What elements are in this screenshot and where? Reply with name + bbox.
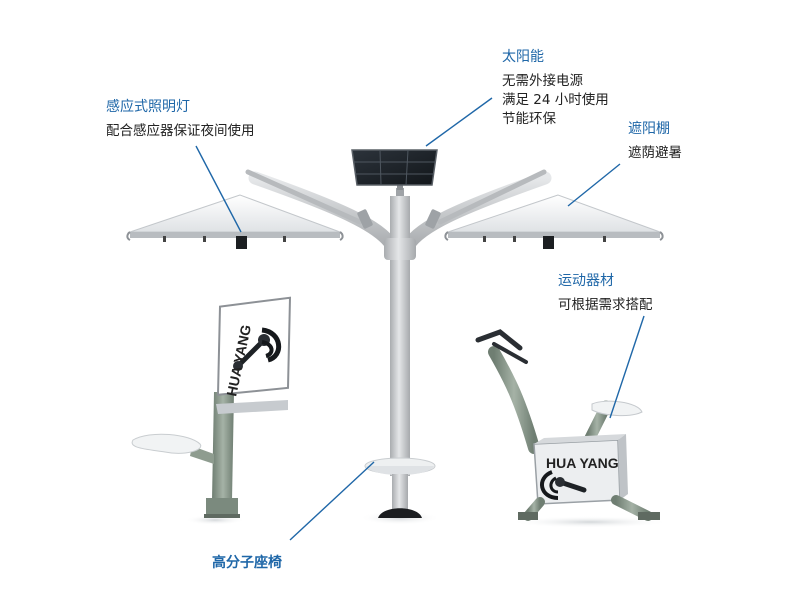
canopy-left bbox=[126, 194, 344, 249]
leader-lines bbox=[195, 97, 645, 541]
pole-junction bbox=[384, 238, 416, 260]
callout-solar-title: 太阳能 bbox=[502, 49, 544, 65]
callout-equipment-desc: 可根据需求搭配 bbox=[558, 296, 653, 315]
callout-canopy-line-1: 遮荫避暑 bbox=[628, 145, 682, 161]
callout-canopy-title: 遮阳棚 bbox=[628, 121, 670, 137]
callout-solar-line-3: 节能环保 bbox=[502, 111, 556, 127]
pole-seat bbox=[364, 457, 436, 518]
callout-canopy-desc: 遮荫避暑 bbox=[628, 144, 682, 163]
callout-solar-line-1: 无需外接电源 bbox=[502, 73, 583, 89]
callout-solar-line-2: 满足 24 小时使用 bbox=[502, 92, 609, 108]
callout-light-title: 感应式照明灯 bbox=[106, 99, 190, 115]
callout-canopy: 遮阳棚 遮荫避暑 bbox=[628, 118, 682, 163]
solar-panel-icon bbox=[351, 149, 438, 190]
brand-label-right: HUA YANG bbox=[546, 455, 619, 471]
leader-solar bbox=[425, 97, 493, 147]
equipment-seat-station bbox=[131, 296, 292, 518]
leader-light bbox=[195, 145, 242, 233]
equipment-exercise-bike bbox=[475, 329, 660, 521]
callout-seat-title: 高分子座椅 bbox=[212, 555, 282, 571]
callout-solar: 太阳能 无需外接电源 满足 24 小时使用 节能环保 bbox=[502, 46, 609, 129]
bike-shadow bbox=[510, 516, 670, 528]
leader-equipment bbox=[609, 315, 645, 419]
leader-canopy bbox=[567, 163, 621, 207]
callout-equipment: 运动器材 可根据需求搭配 bbox=[558, 270, 653, 315]
main-pole bbox=[390, 196, 410, 476]
callout-solar-desc: 无需外接电源 满足 24 小时使用 节能环保 bbox=[502, 72, 609, 129]
lamp-icon bbox=[236, 236, 247, 249]
huayang-logo-icon bbox=[261, 327, 281, 363]
canopy-right bbox=[444, 194, 664, 249]
callout-equipment-line-1: 可根据需求搭配 bbox=[558, 297, 653, 313]
callout-light-desc: 配合感应器保证夜间使用 bbox=[106, 122, 255, 141]
callout-light: 感应式照明灯 配合感应器保证夜间使用 bbox=[106, 96, 255, 141]
leader-seat bbox=[289, 461, 375, 541]
callout-light-line-1: 配合感应器保证夜间使用 bbox=[106, 123, 255, 139]
callout-equipment-title: 运动器材 bbox=[558, 273, 614, 289]
